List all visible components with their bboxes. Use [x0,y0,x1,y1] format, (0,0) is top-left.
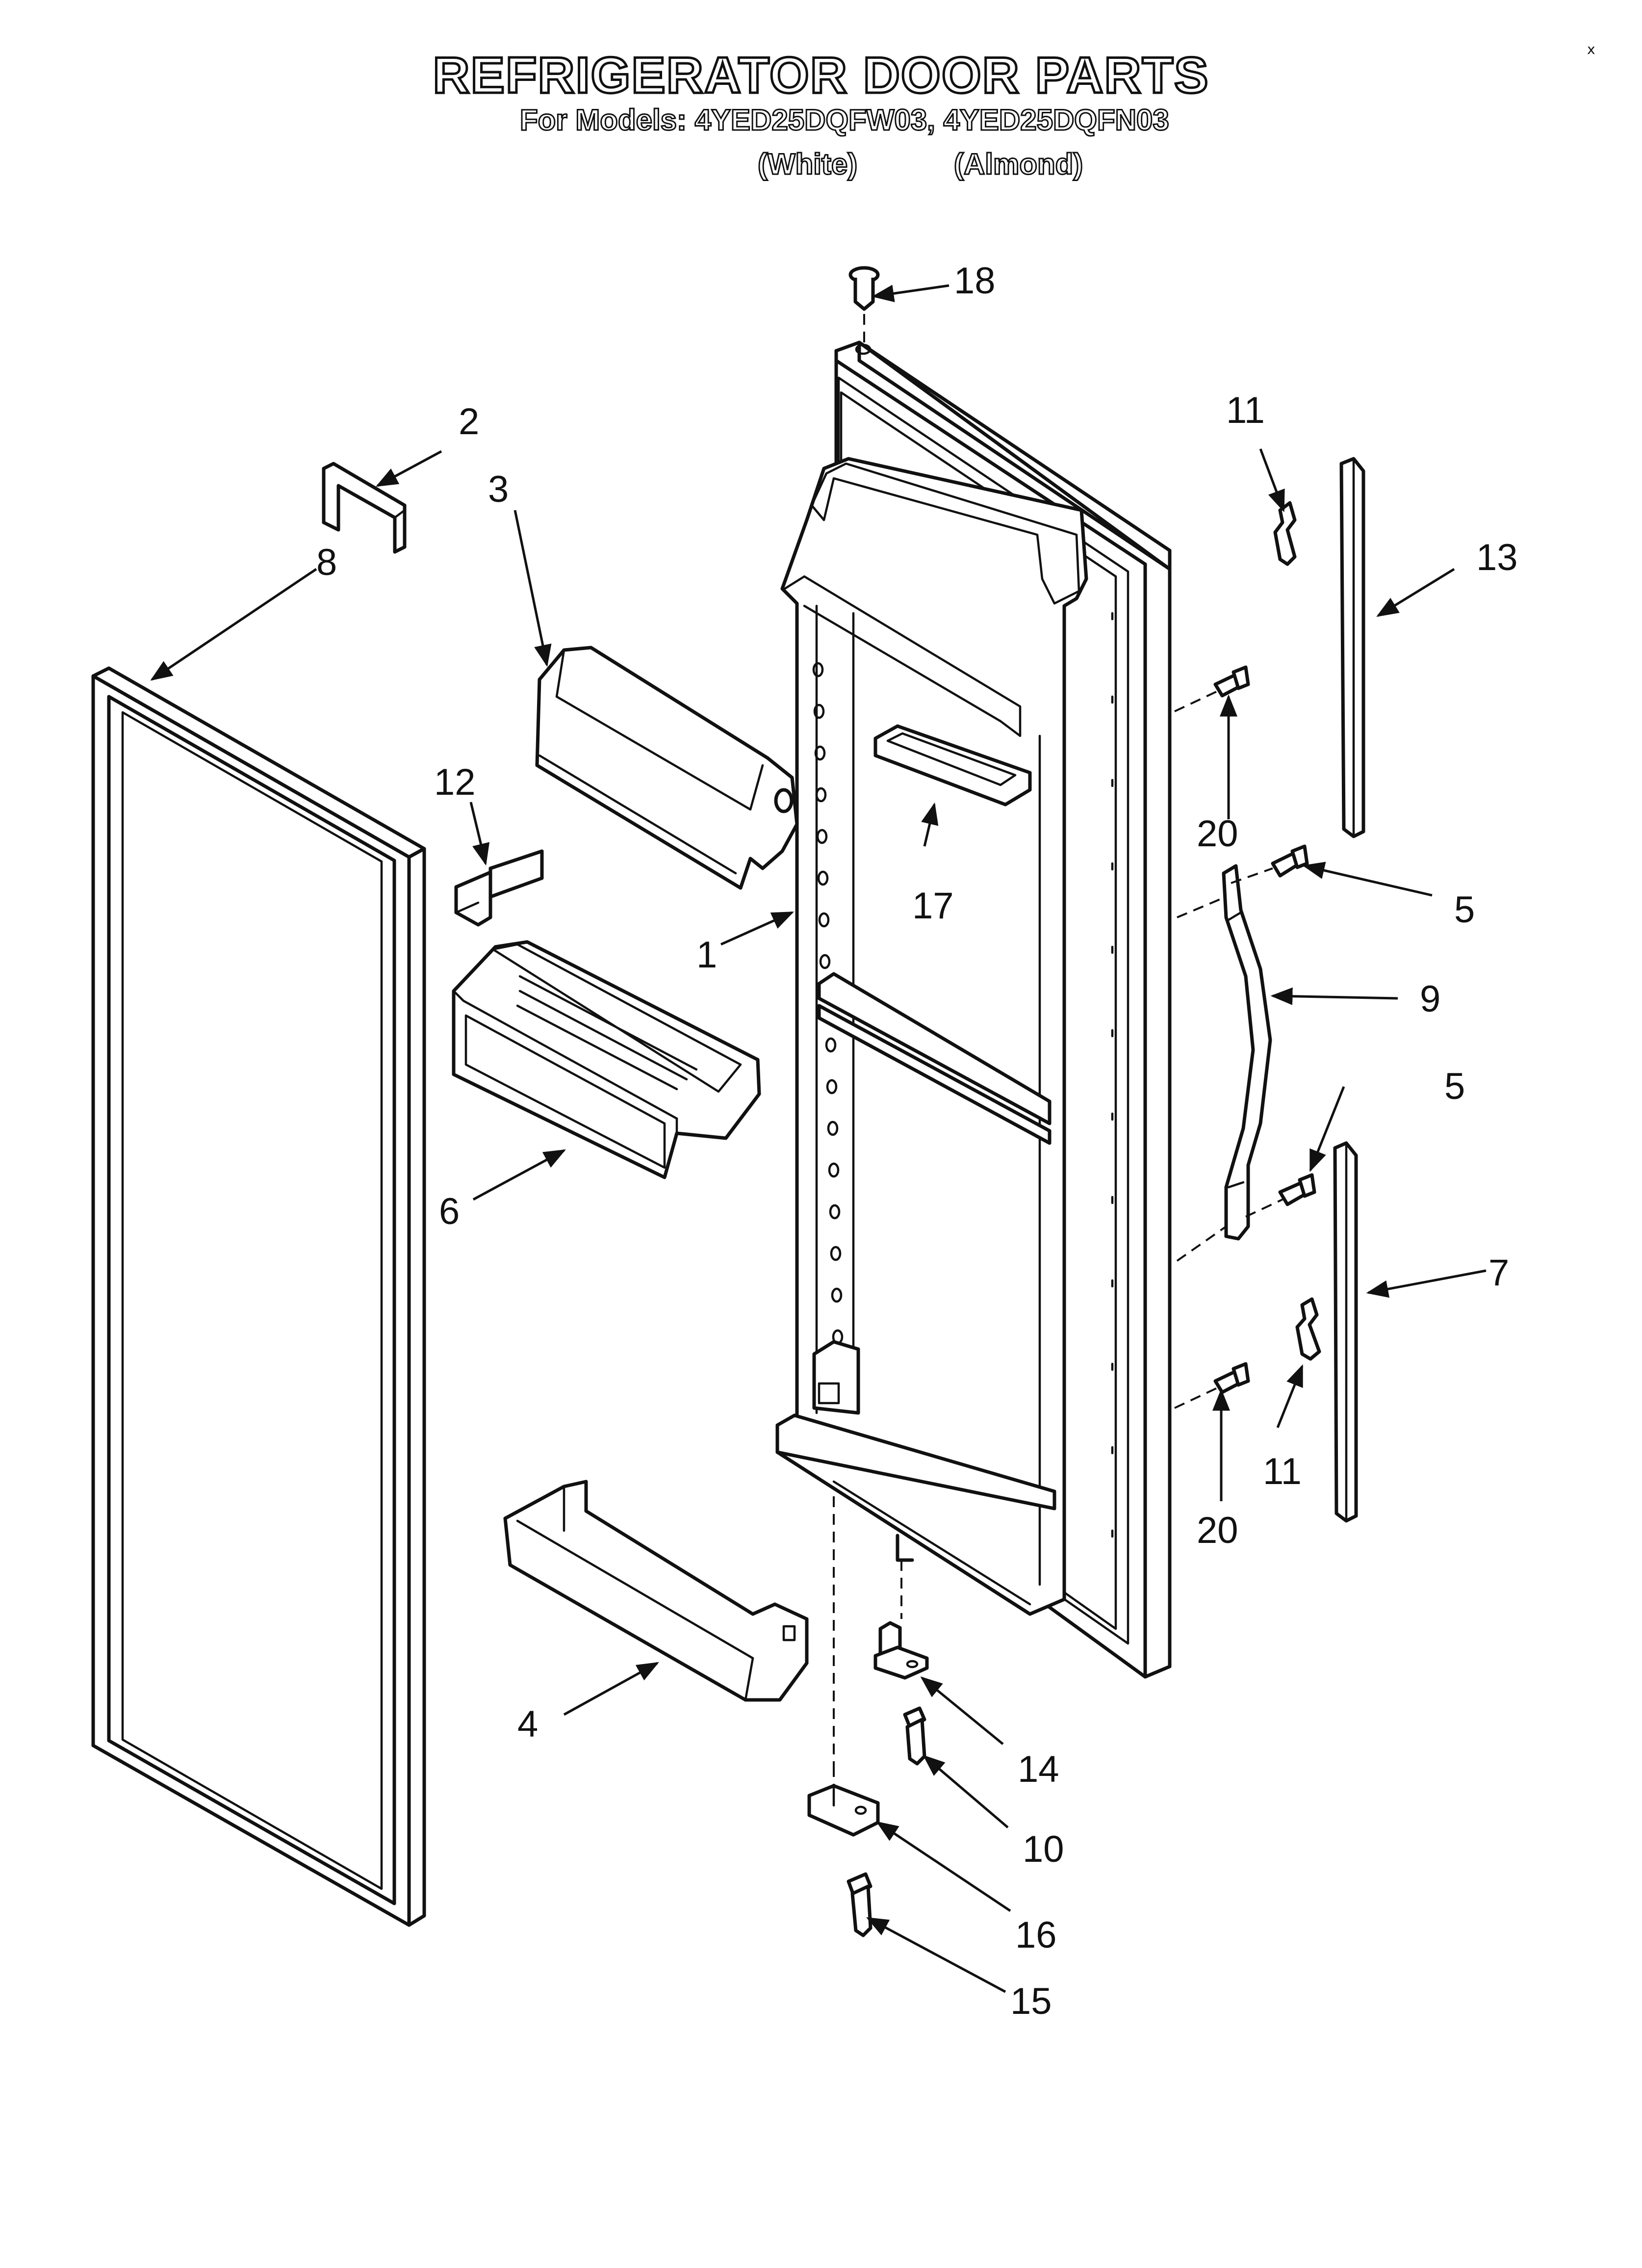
callout-11-lower: 11 [1263,1451,1302,1492]
trim-strip-7 [1333,1141,1358,1523]
hinge-pin-part-14 [873,1534,929,1680]
variant-almond: (Almond) [953,147,1083,182]
door-gasket-part [91,666,426,1927]
callout-8: 8 [316,542,337,583]
trim-screw-20-lower [1174,1362,1250,1409]
door-plug-part [848,266,880,343]
trim-screw-20-upper [1174,665,1250,712]
callout-16: 16 [1015,1914,1057,1956]
corner-mark: x [1587,41,1595,57]
callout-9: 9 [1420,978,1440,1020]
callout-14: 14 [1018,1748,1059,1790]
callout-15: 15 [1010,1981,1052,2022]
handle-screw-5-upper [1231,844,1309,884]
hinge-screw-part-15 [847,1872,872,1937]
callout-5-upper: 5 [1454,889,1475,931]
callout-20-upper: 20 [1197,813,1238,855]
callout-3: 3 [488,469,509,510]
callout-5-lower: 5 [1444,1066,1465,1107]
callout-18: 18 [954,260,996,302]
hinge-bracket-part-16 [807,1766,880,1837]
diagram-title: REFRIGERATOR DOOR PARTS [432,46,1209,105]
bracket-part-12 [454,849,544,927]
callout-20-lower: 20 [1197,1510,1238,1551]
clip-part-11-upper [1273,501,1297,566]
callout-10: 10 [1023,1828,1064,1870]
liner-shelf-holes [812,662,844,1345]
dairy-cover-part [535,646,799,890]
callout-4: 4 [517,1703,538,1745]
callout-1: 1 [696,934,717,976]
callout-13: 13 [1476,537,1518,578]
callout-6: 6 [439,1191,460,1232]
bin-texture [516,975,698,1091]
callout-12: 12 [434,761,476,803]
bottom-shelf-part [503,1480,809,1702]
door-handle-part [1176,864,1272,1262]
leader-lines [150,284,1487,1993]
small-bin-part [873,724,1032,807]
callout-labels: 18 2 3 8 11 13 12 20 17 5 1 9 5 6 7 11 2… [316,260,1518,2022]
hinge-screw-part-10 [903,1706,926,1766]
door-bin-part [452,940,761,1179]
clip-part-11-lower [1295,1297,1321,1361]
door-liner-part [775,340,1172,1679]
callout-17: 17 [912,885,954,927]
models-subtitle: For Models: 4YED25DQFW03, 4YED25DQFN03 [519,103,1170,137]
clip-part-2 [322,462,407,554]
callout-11-upper: 11 [1226,390,1265,431]
variant-white: (White) [757,147,858,182]
callout-2: 2 [459,401,479,443]
trim-strip-13 [1339,457,1365,838]
handle-screw-5-lower [1245,1173,1316,1218]
callout-7: 7 [1488,1252,1509,1294]
